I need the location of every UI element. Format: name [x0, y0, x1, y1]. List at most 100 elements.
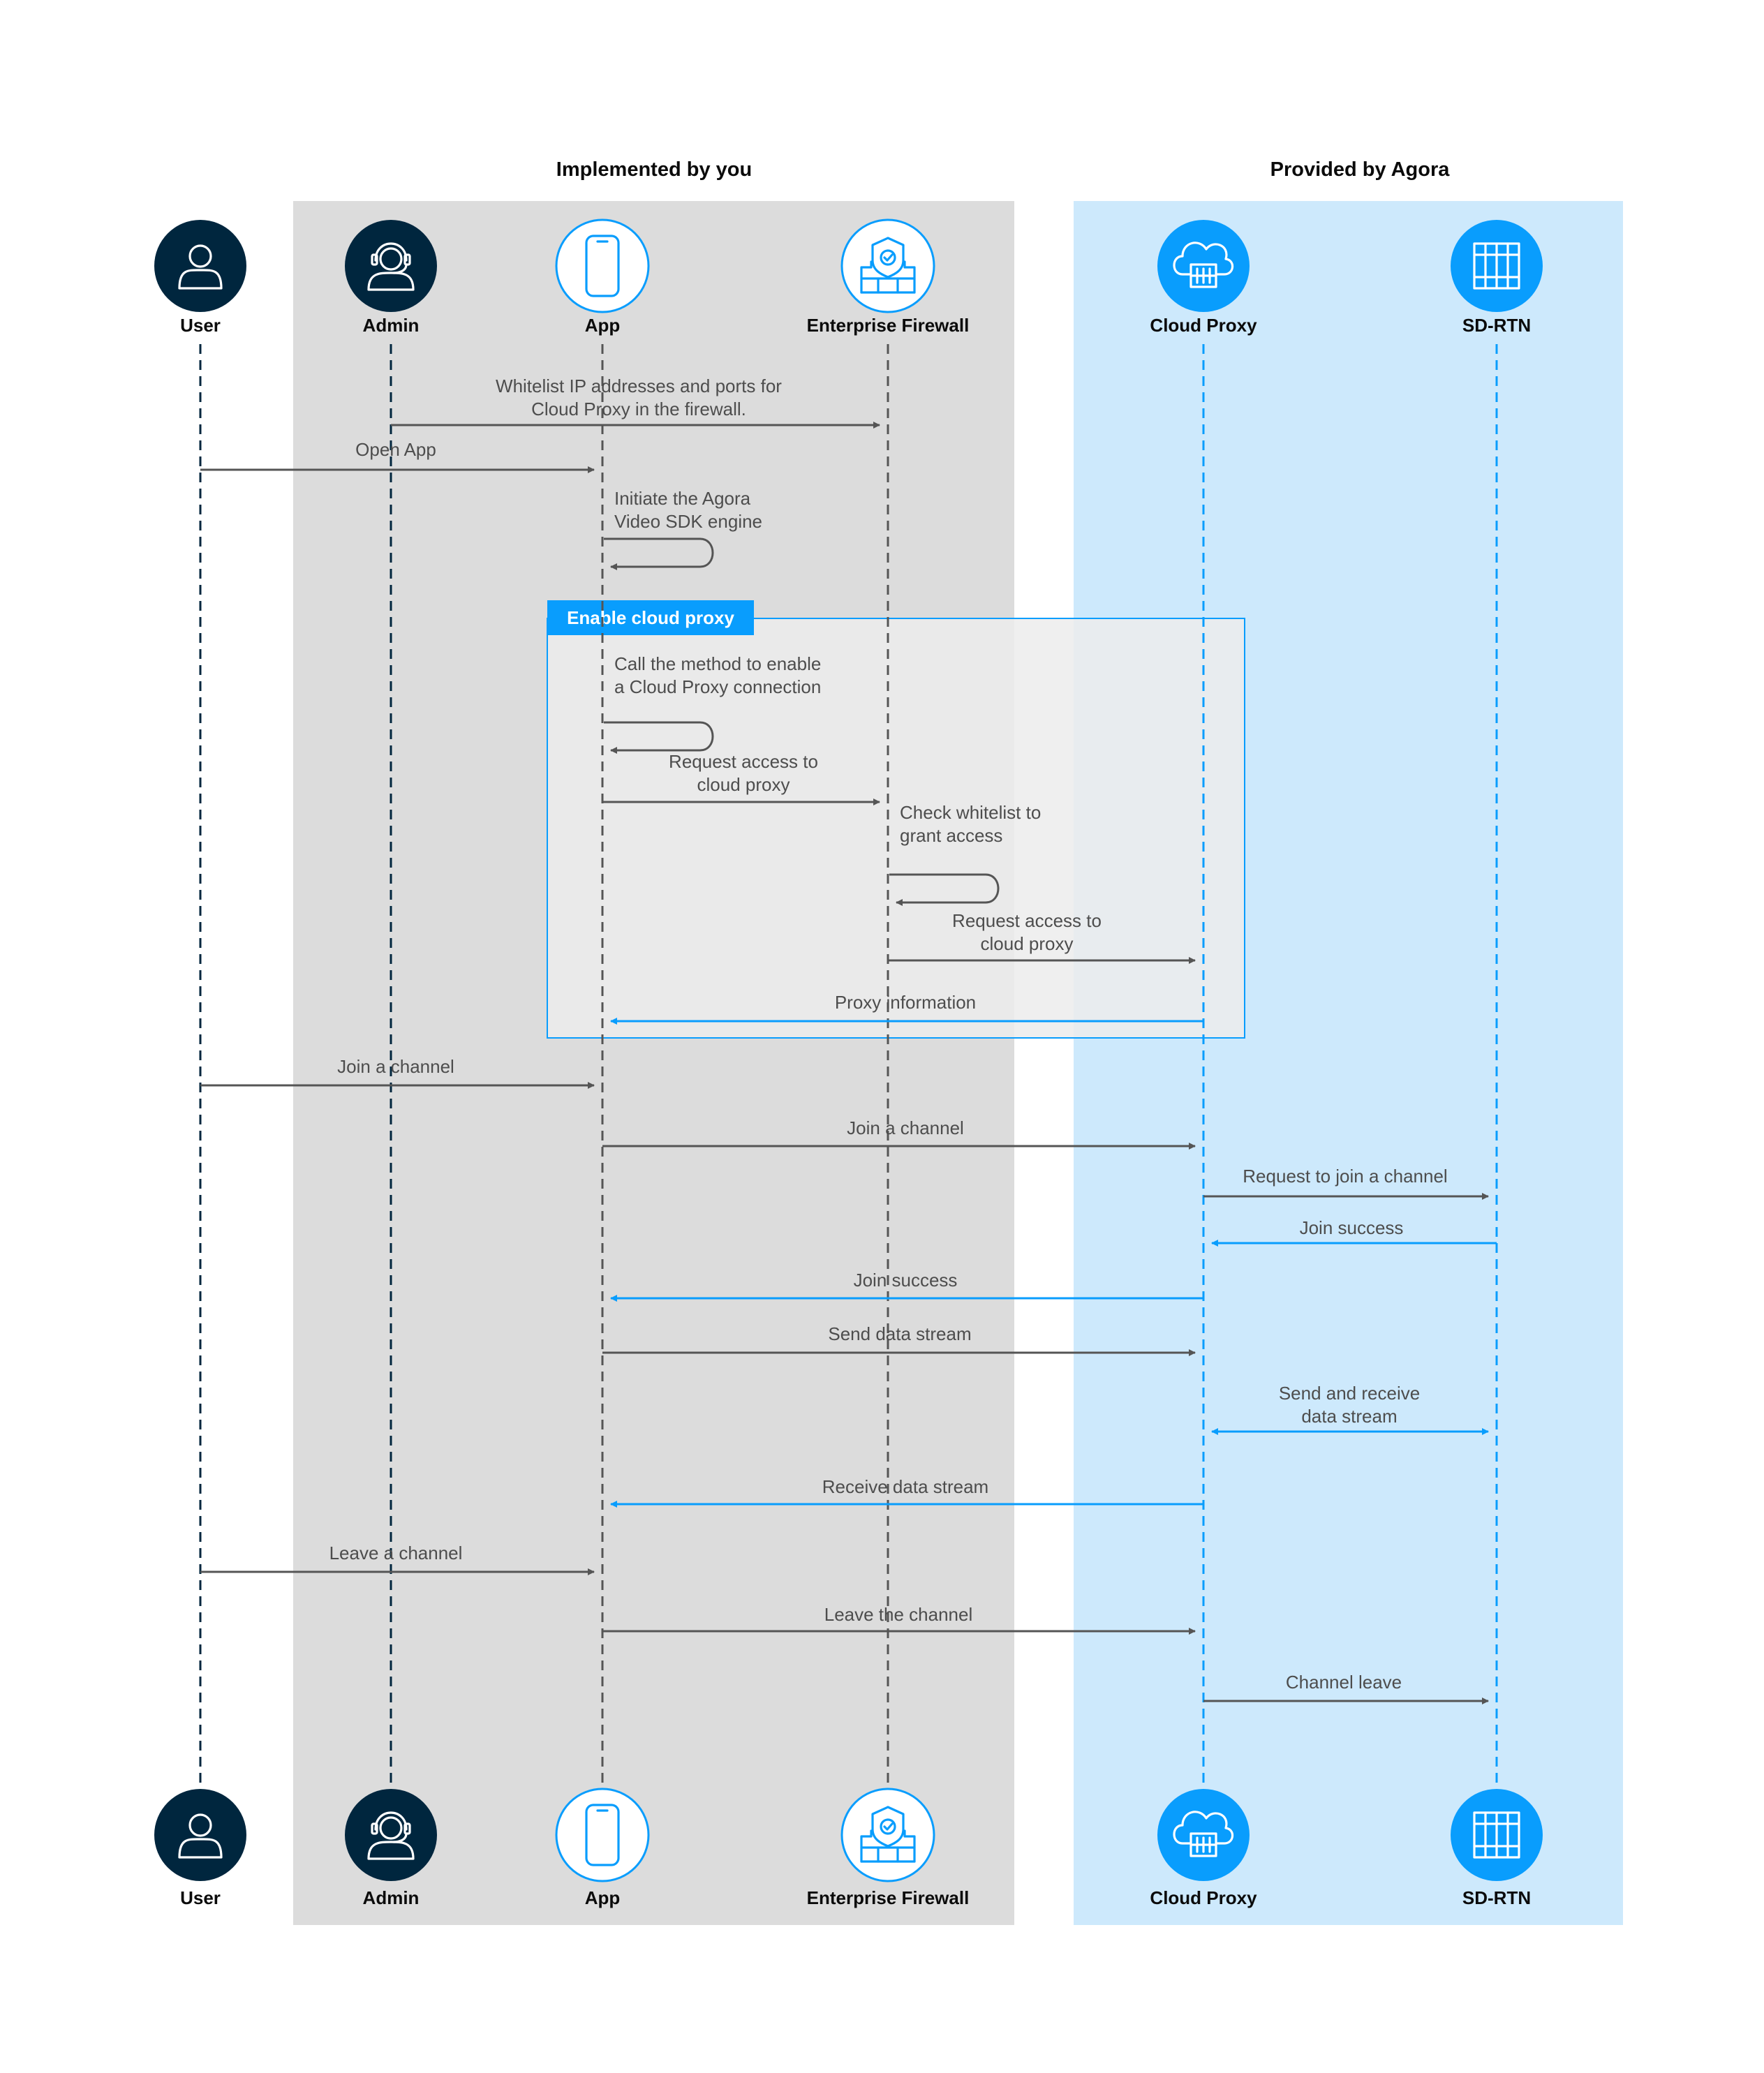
actor-user-bottom: User — [154, 1789, 246, 1908]
message-label: Send data stream — [828, 1323, 971, 1344]
actor-label-proxy: Cloud Proxy — [1150, 315, 1257, 336]
message-16: Receive data stream — [610, 1476, 1203, 1508]
actor-label-proxy: Cloud Proxy — [1150, 1887, 1257, 1908]
message-8: Proxy information — [610, 992, 1203, 1025]
actor-firewall-bottom: Enterprise Firewall — [807, 1788, 970, 1908]
user-icon — [178, 244, 223, 290]
message-label: Whitelist IP addresses and ports for — [496, 376, 782, 396]
message-label: Request access to — [952, 910, 1102, 931]
firewall-avatar — [840, 218, 935, 313]
message-label: Initiate the Agora — [614, 488, 751, 509]
admin-headset-icon — [367, 242, 415, 291]
actor-proxy-top: Cloud Proxy — [1150, 220, 1257, 336]
message-label: Receive data stream — [822, 1476, 988, 1497]
firewall-shield-icon — [860, 1806, 916, 1863]
self-call-arrow — [604, 537, 714, 570]
message-label: Cloud Proxy in the firewall. — [531, 399, 746, 419]
cloud-server-icon — [1173, 242, 1234, 288]
actor-proxy-bottom: Cloud Proxy — [1150, 1789, 1257, 1908]
message-label: grant access — [900, 825, 1002, 846]
message-label: Leave the channel — [824, 1604, 973, 1625]
message-label: Request access to — [669, 751, 818, 772]
user-icon — [178, 1813, 223, 1859]
message-2: Open App — [200, 439, 595, 473]
firewall-shield-icon — [860, 237, 916, 294]
message-label: Join a channel — [847, 1117, 964, 1138]
actor-label-sdrtn: SD-RTN — [1462, 315, 1531, 336]
message-9: Join a channel — [200, 1056, 595, 1089]
provided-by-agora-band — [1074, 201, 1623, 1925]
app-avatar — [555, 1788, 650, 1882]
enable-cloud-proxy-frame — [547, 618, 1245, 1039]
messages: Whitelist IP addresses and ports forClou… — [200, 376, 1497, 1704]
message-label: Request to join a channel — [1243, 1166, 1447, 1187]
actor-label-user: User — [180, 1887, 221, 1908]
message-19: Channel leave — [1203, 1672, 1489, 1704]
message-17: Leave a channel — [200, 1543, 595, 1575]
admin-avatar — [345, 1789, 437, 1881]
cloud-server-icon — [1173, 1811, 1234, 1857]
message-12: Join success — [1211, 1217, 1497, 1247]
message-11: Request to join a channel — [1203, 1166, 1489, 1200]
message-label: Check whitelist to — [900, 802, 1041, 823]
actor-label-user: User — [180, 315, 221, 336]
phone-icon — [585, 235, 620, 297]
message-label: cloud proxy — [981, 933, 1074, 954]
admin-headset-icon — [367, 1811, 415, 1860]
proxy-avatar — [1157, 220, 1250, 312]
admin-avatar — [345, 220, 437, 312]
actor-firewall-top: Enterprise Firewall — [807, 218, 969, 336]
message-label: Join a channel — [337, 1056, 454, 1077]
message-label: cloud proxy — [697, 774, 790, 795]
actor-user-top: User — [154, 220, 246, 336]
enable-cloud-proxy-frame-title: Enable cloud proxy — [567, 607, 734, 628]
message-label: Open App — [355, 439, 436, 460]
actor-label-firewall: Enterprise Firewall — [807, 1887, 970, 1908]
actor-label-sdrtn: SD-RTN — [1462, 1887, 1531, 1908]
firewall-avatar — [840, 1788, 935, 1882]
actor-sdrtn-top: SD-RTN — [1451, 220, 1543, 336]
group-title-implemented: Implemented by you — [556, 158, 752, 181]
message-label: Join success — [1300, 1217, 1404, 1238]
network-grid-icon — [1473, 1811, 1520, 1859]
message-13: Join success — [610, 1270, 1203, 1302]
implemented-by-you-band — [293, 201, 1014, 1925]
actor-admin-top: Admin — [345, 220, 437, 336]
message-14: Send data stream — [602, 1323, 1196, 1356]
message-label: Video SDK engine — [614, 511, 762, 532]
message-label: a Cloud Proxy connection — [614, 676, 821, 697]
actor-app-top: App — [555, 218, 650, 336]
self-call-arrow — [604, 721, 714, 754]
enable-cloud-proxy-frame-tab — [547, 600, 754, 635]
message-label: Channel leave — [1286, 1672, 1402, 1693]
actor-label-admin: Admin — [363, 315, 420, 336]
message-10: Join a channel — [602, 1117, 1196, 1150]
message-18: Leave the channel — [602, 1604, 1196, 1635]
actors-bottom: User Admin App Enterprise Firewall Cloud Pro… — [154, 1788, 1543, 1908]
actor-label-app: App — [585, 1887, 621, 1908]
message-label: Proxy information — [835, 992, 976, 1013]
network-grid-icon — [1473, 242, 1520, 290]
message-1: Whitelist IP addresses and ports forClou… — [391, 376, 880, 429]
actor-label-admin: Admin — [363, 1887, 420, 1908]
app-avatar — [555, 218, 650, 313]
message-label: Call the method to enable — [614, 653, 821, 674]
group-title-provided: Provided by Agora — [1270, 158, 1451, 181]
phone-icon — [585, 1804, 620, 1866]
actor-sdrtn-bottom: SD-RTN — [1451, 1789, 1543, 1908]
message-label: Join success — [854, 1270, 958, 1291]
actor-label-app: App — [585, 315, 621, 336]
proxy-avatar — [1157, 1789, 1250, 1881]
message-label: Leave a channel — [329, 1543, 463, 1563]
actor-admin-bottom: Admin — [345, 1789, 437, 1908]
self-call-arrow — [889, 873, 1000, 906]
message-label: Send and receive — [1279, 1383, 1420, 1404]
